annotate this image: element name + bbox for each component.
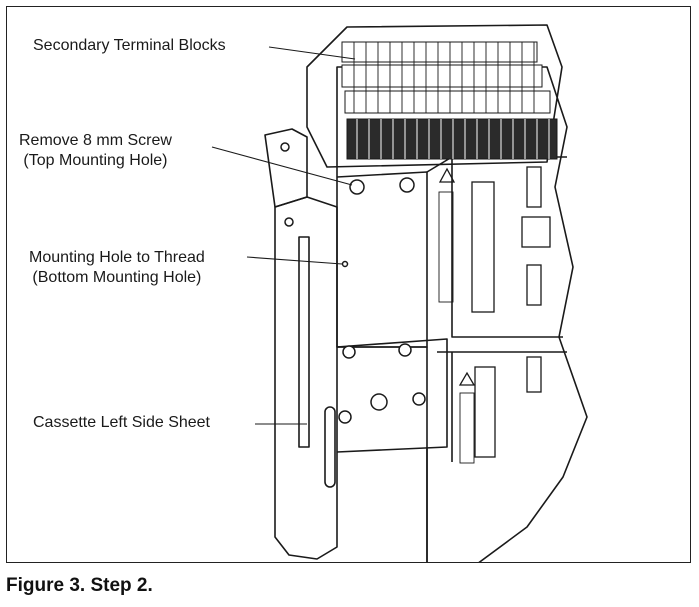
callout-text-line1: Remove 8 mm Screw — [19, 132, 172, 149]
callout-remove-screw: Remove 8 mm Screw (Top Mounting Hole) — [19, 131, 172, 171]
leader-terminal-blocks — [268, 46, 356, 60]
figure-caption: Figure 3. Step 2. — [6, 575, 153, 596]
callout-secondary-terminal-blocks: Secondary Terminal Blocks — [33, 36, 226, 56]
bracket-plate — [336, 171, 428, 348]
leader-screw — [211, 146, 353, 186]
callout-text: Secondary Terminal Blocks — [33, 37, 226, 54]
top-mounting-screw — [349, 179, 365, 195]
leader-mounting-hole — [246, 256, 343, 265]
callout-text-line1: Mounting Hole to Thread — [29, 249, 205, 266]
terminal-housing — [306, 24, 563, 168]
lower-bracket — [336, 338, 448, 453]
cassette-side-sheet — [274, 196, 338, 560]
figure-frame: Secondary Terminal Blocks Remove 8 mm Sc… — [6, 6, 691, 563]
callout-text-line2: (Top Mounting Hole) — [23, 152, 168, 169]
breaker-body — [336, 66, 588, 562]
side-sheet-flange — [264, 128, 308, 208]
bottom-mounting-hole — [341, 260, 349, 268]
callout-text: Cassette Left Side Sheet — [33, 414, 210, 431]
callout-text-line2: (Bottom Mounting Hole) — [32, 269, 202, 286]
callout-cassette-side-sheet: Cassette Left Side Sheet — [33, 413, 210, 433]
technical-drawing — [211, 24, 588, 562]
terminal-blocks — [341, 41, 558, 160]
callout-mounting-hole: Mounting Hole to Thread (Bottom Mounting… — [29, 248, 205, 288]
